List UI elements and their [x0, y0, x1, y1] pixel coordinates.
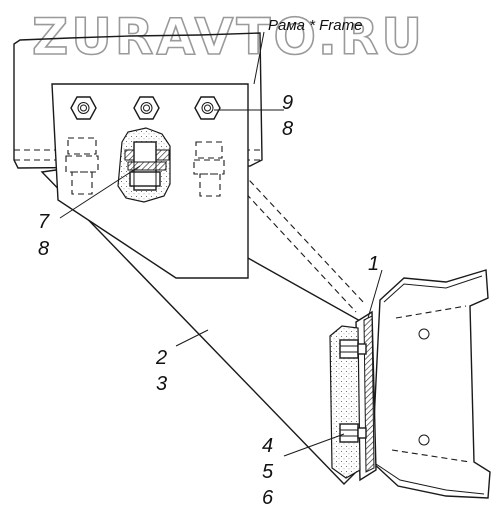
- callout-9: 9: [282, 92, 293, 114]
- nut-top-center: [133, 96, 160, 120]
- nut-top-right: [194, 96, 221, 120]
- callout-4: 4: [262, 435, 273, 457]
- hidden-bolt-right: [193, 141, 225, 197]
- callout-1: 1: [368, 253, 379, 275]
- callout-3: 3: [156, 373, 167, 395]
- callout-5: 5: [262, 461, 274, 483]
- callout-2: 2: [155, 347, 167, 369]
- bolt-cutaway: [117, 127, 171, 203]
- leader-lines: [59, 31, 383, 457]
- callout-8-top: 8: [282, 118, 293, 140]
- frame-label: Рама * Frame: [268, 17, 362, 34]
- nut-top-left: [70, 96, 97, 120]
- callout-7: 7: [38, 211, 50, 233]
- bolt-upper-right: [339, 339, 367, 359]
- mudguard-clamp: [371, 269, 491, 499]
- callout-6: 6: [262, 487, 274, 509]
- hidden-bolt-left: [65, 137, 99, 195]
- bolt-lower-right: [339, 423, 367, 443]
- callout-8-left: 8: [38, 238, 49, 260]
